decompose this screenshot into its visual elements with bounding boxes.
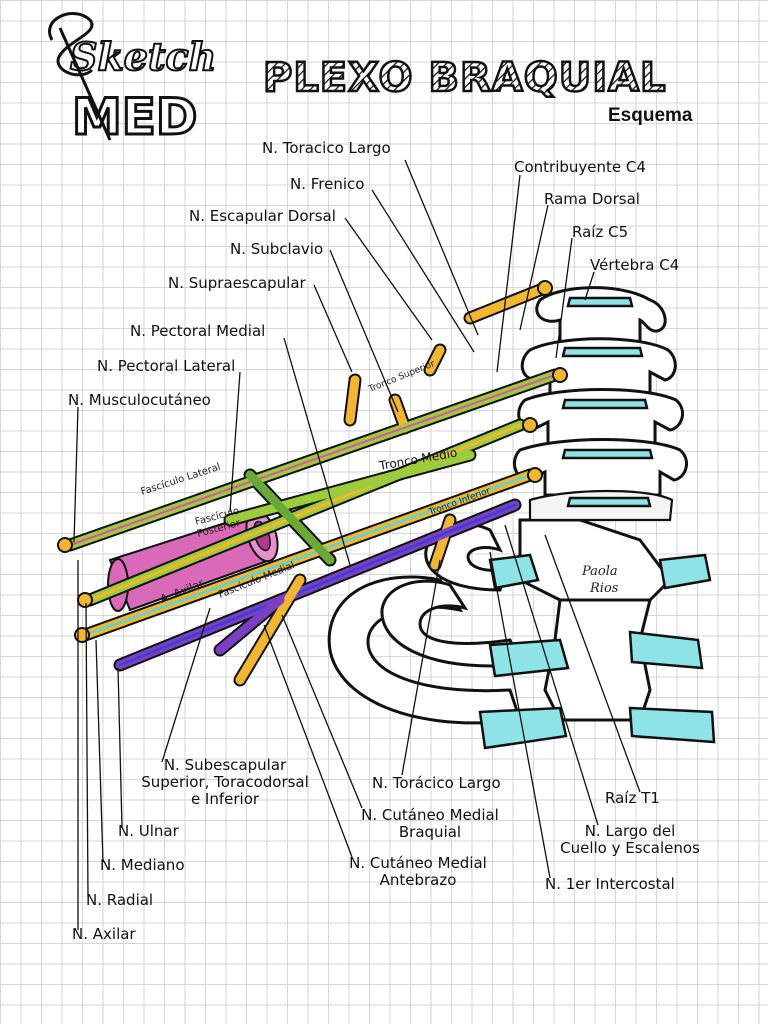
cervical-vertebrae — [512, 286, 689, 522]
label-cutaneo-antebrazo-1: N. Cutáneo Medial — [349, 854, 487, 872]
label-raiz-c5: Raíz C5 — [572, 223, 628, 241]
label-radial: N. Radial — [86, 891, 153, 909]
leader-lines — [73, 159, 641, 930]
label-escapular-dorsal: N. Escapular Dorsal — [189, 207, 336, 225]
label-cutaneo-braquial-1: N. Cutáneo Medial — [361, 806, 499, 824]
label-musculocutaneo: N. Musculocutáneo — [68, 391, 211, 409]
label-ulnar: N. Ulnar — [118, 822, 180, 840]
page-subtitle: Esquema — [608, 105, 693, 126]
label-subclavio: N. Subclavio — [230, 240, 323, 258]
label-subescapular-1: N. Subescapular — [164, 756, 287, 774]
signature-line2: Rios — [589, 581, 619, 596]
label-rama-dorsal: Rama Dorsal — [544, 190, 640, 208]
label-largo-cuello-1: N. Largo del — [585, 822, 676, 840]
sketchmed-logo: Sketch MED — [48, 12, 217, 148]
label-vertebra-c4: Vértebra C4 — [590, 256, 679, 274]
label-pectoral-medial: N. Pectoral Medial — [130, 322, 265, 340]
label-subescapular-3: e Inferior — [191, 790, 260, 808]
label-frenico: N. Frenico — [290, 175, 364, 193]
label-toracico-largo-top: N. Toracico Largo — [262, 139, 391, 157]
label-intercostal: N. 1er Intercostal — [545, 875, 675, 893]
label-supraescapular: N. Supraescapular — [168, 274, 307, 292]
label-tronco-superior: Tronco Superior — [366, 359, 436, 395]
label-subescapular-2: Superior, Toracodorsal — [141, 773, 309, 791]
label-toracico-largo-bottom: N. Torácico Largo — [372, 774, 501, 792]
label-mediano: N. Mediano — [100, 856, 185, 874]
label-cutaneo-braquial-2: Braquial — [399, 823, 461, 841]
label-largo-cuello-2: Cuello y Escalenos — [560, 839, 700, 857]
signature-line1: Paola — [581, 564, 618, 579]
logo-line1: Sketch — [70, 34, 216, 79]
nerve-labels: N. Toracico Largo N. Frenico N. Escapula… — [68, 139, 700, 943]
label-axilar: N. Axilar — [72, 925, 136, 943]
label-pectoral-lateral: N. Pectoral Lateral — [97, 357, 235, 375]
label-contribuyente-c4: Contribuyente C4 — [514, 158, 646, 176]
page-title: PLEXO BRAQUIAL — [263, 55, 667, 101]
label-cutaneo-antebrazo-2: Antebrazo — [380, 871, 457, 889]
label-raiz-t1: Raíz T1 — [605, 789, 660, 807]
plexus-cables — [57, 280, 568, 687]
